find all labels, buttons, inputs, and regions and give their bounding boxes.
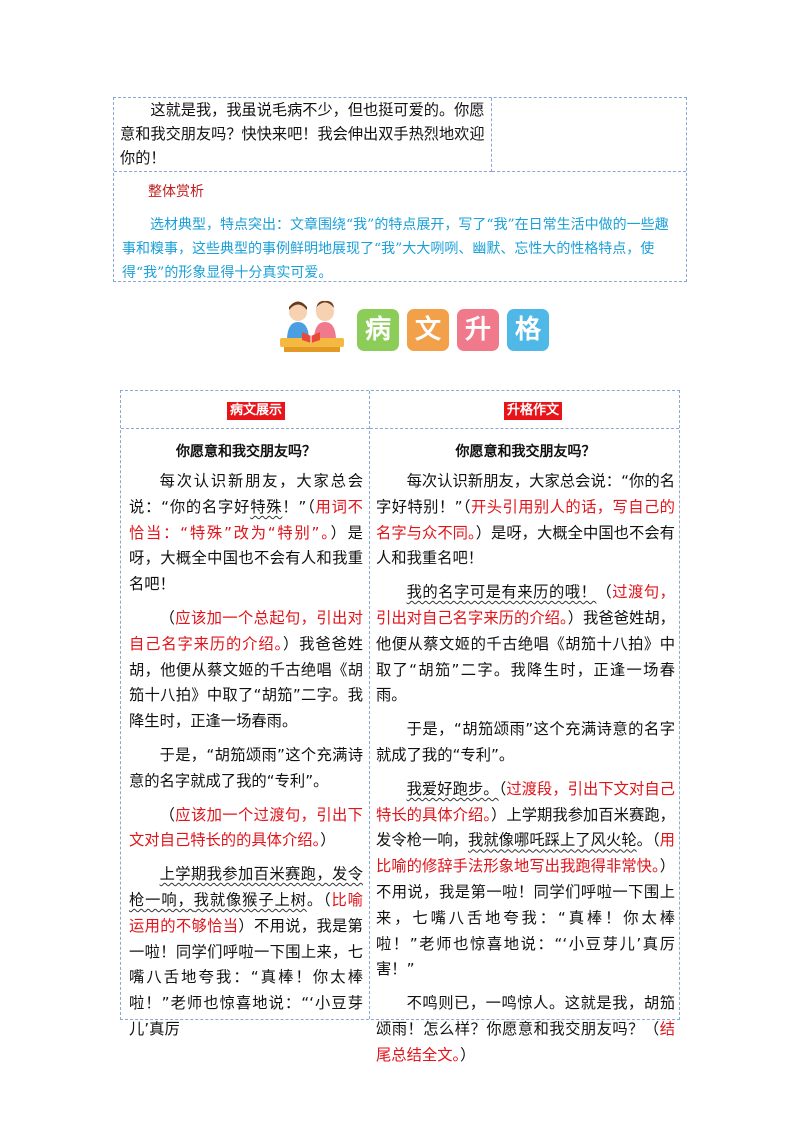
analysis-heading: 整体赏析	[148, 184, 204, 200]
analysis-section: 整体赏析 选材典型，特点突出：文章围绕“我”的特点展开，写了“我”在日常生活中做…	[114, 172, 686, 281]
original-paragraph-4: （应该加一个过渡句，引出下文对自己特长的的具体介绍。）	[129, 803, 363, 855]
marked-phrase: 我的名字可是有来历的哦！	[406, 583, 597, 602]
text-span: ）我爸爸姓胡，他便从蔡文姬的千古绝唱《胡笳十八拍》中取了“胡笳”二字。我降生时，…	[129, 634, 363, 731]
top-table-cell-left: 这就是我，我虽说毛病不少，但也挺可爱的。你愿意和我交朋友吗？快快来吧！我会伸出双…	[114, 98, 492, 172]
comparison-table: 病文展示 你愿意和我交朋友吗？ 每次认识新朋友，大家总会说：“你的名字好特殊！”…	[120, 390, 680, 1064]
original-essay-title: 你愿意和我交朋友吗？	[176, 444, 316, 460]
text-span: （	[159, 805, 176, 824]
improved-paragraph-5: 不鸣则已，一鸣惊人。这就是我，胡笳颂雨！怎么样？你愿意和我交朋友吗？（结尾总结全…	[376, 991, 675, 1068]
comment-note: 过渡句，引出对自己名字来历的介绍。	[376, 583, 675, 627]
marked-word: 特殊	[250, 497, 283, 516]
comment-note: 结尾总结全文。	[376, 1019, 675, 1064]
improved-paragraph-2: 我的名字可是有来历的哦！（过渡句，引出对自己名字来历的介绍。）我爸爸姓胡，他便从…	[376, 580, 675, 709]
intro-paragraph: 这就是我，我虽说毛病不少，但也挺可爱的。你愿意和我交朋友吗？快快来吧！我会伸出双…	[120, 101, 485, 167]
text-span: （	[498, 779, 507, 798]
text-span: 。（	[306, 890, 332, 909]
text-span: ）	[320, 831, 336, 850]
improved-essay-body: 你愿意和我交朋友吗？ 每次认识新朋友，大家总会说：“你的名字好特别！”（开头引用…	[370, 429, 679, 1069]
improved-paragraph-1: 每次认识新朋友，大家总会说：“你的名字好特别！”（开头引用别人的话，写自己的名字…	[376, 469, 675, 572]
improved-essay-column: 升格作文 你愿意和我交朋友吗？ 每次认识新朋友，大家总会说：“你的名字好特别！”…	[370, 391, 679, 1064]
text-span: ）是呀，大概全中国也不会有人和我重名吧！	[376, 523, 675, 568]
improved-essay-tag: 升格作文	[504, 402, 563, 420]
banner-tile-2: 文	[407, 309, 449, 351]
text-span: ）	[491, 805, 507, 824]
comment-note: 用词不恰当：“特殊”改为“特别”。	[129, 497, 363, 542]
text-span: ）是呀，大概全中国也不会有人和我重名吧！	[129, 523, 363, 594]
banner-tile-3: 升	[457, 309, 499, 351]
text-span: （	[159, 608, 176, 627]
marked-phrase: 我爱好跑步。	[406, 779, 499, 798]
banner-tile-4: 格	[507, 309, 549, 351]
improved-essay-title: 你愿意和我交朋友吗？	[455, 444, 596, 460]
top-table: 这就是我，我虽说毛病不少，但也挺可爱的。你愿意和我交朋友吗？快快来吧！我会伸出双…	[113, 97, 687, 282]
comment-note: 过渡段，引出下文对自己特长的具体介绍。	[376, 779, 675, 824]
text-span: 上学期我参加百米赛跑，发令枪一响，	[376, 805, 675, 850]
comment-note: 开头引用别人的话，写自己的名字与众不同。	[376, 497, 675, 542]
original-paragraph-3: 于是，“胡笳颂雨”这个充满诗意的名字就成了我的“专利”。	[129, 745, 363, 790]
improved-paragraph-3: 于是，“胡笳颂雨”这个充满诗意的名字就成了我的“专利”。	[376, 720, 675, 764]
text-span: 每次认识新朋友，大家总会说：“你的名字好特别！”（	[376, 472, 675, 516]
original-essay-column: 病文展示 你愿意和我交朋友吗？ 每次认识新朋友，大家总会说：“你的名字好特殊！”…	[121, 391, 370, 1038]
text-span: ）不用说，我是第一啦！同学们呼啦一下围上来，七嘴八舌地夸我：“真棒！你太棒啦！”…	[376, 857, 675, 979]
text-span: 每次认识新朋友，大家总会说：“你的名字好	[129, 472, 363, 516]
marked-phrase: 我就像猴子上树	[193, 890, 307, 909]
comment-note: 应该加一个总起句，引出对自己名字来历的介绍。	[129, 608, 363, 653]
original-essay-header-cell: 病文展示	[121, 391, 369, 429]
original-paragraph-1: 每次认识新朋友，大家总会说：“你的名字好特殊！”（用词不恰当：“特殊”改为“特别…	[129, 469, 363, 598]
text-span: ！”（	[282, 497, 316, 516]
text-span: 。（	[636, 831, 660, 850]
text-span: 不鸣则已，一鸣惊人。这就是我，胡笳颂雨！怎么样？你愿意和我交朋友吗？（	[376, 994, 675, 1038]
section-banner: 病 文 升 格	[278, 298, 558, 354]
comment-note: 应该加一个过渡句，引出下文对自己特长的的具体介绍。	[129, 805, 363, 850]
reading-kids-illustration	[280, 300, 344, 352]
improved-essay-header-cell: 升格作文	[370, 391, 679, 429]
text-span: （	[596, 583, 613, 602]
original-paragraph-2: （应该加一个总起句，引出对自己名字来历的介绍。）我爸爸姓胡，他便从蔡文姬的千古绝…	[129, 606, 363, 735]
improved-paragraph-4: 我爱好跑步。（过渡段，引出下文对自己特长的具体介绍。）上学期我参加百米赛跑，发令…	[376, 777, 675, 983]
marked-phrase: 我就像哪吒踩上了风火轮	[468, 831, 637, 850]
text-span: ）我爸爸姓胡，他便从蔡文姬的千古绝唱《胡笳十八拍》中取了“胡笳”二字。我降生时，…	[376, 608, 675, 705]
top-table-cell-right	[492, 98, 686, 172]
comment-note: 比喻运用的不够恰当	[129, 890, 363, 935]
marked-phrase: 上学期我参加百米赛跑，发令枪一响，	[129, 865, 363, 909]
original-paragraph-5: 上学期我参加百米赛跑，发令枪一响，我就像猴子上树。（比喻运用的不够恰当）不用说，…	[129, 862, 363, 1043]
text-span: ）	[460, 1045, 476, 1064]
comment-note: 用比喻的修辞手法形象地写出我跑得非常快。	[376, 831, 675, 876]
text-span: ）不用说，我是第一啦！同学们呼啦一下围上来，七嘴八舌地夸我：“真棒！你太棒啦！”…	[129, 916, 363, 1038]
original-essay-tag: 病文展示	[227, 402, 286, 420]
banner-tile-1: 病	[357, 309, 399, 351]
original-essay-body: 你愿意和我交朋友吗？ 每次认识新朋友，大家总会说：“你的名字好特殊！”（用词不恰…	[121, 429, 369, 1043]
analysis-paragraph: 选材典型，特点突出：文章围绕“我”的特点展开，写了“我”在日常生活中做的一些趣事…	[122, 217, 669, 281]
